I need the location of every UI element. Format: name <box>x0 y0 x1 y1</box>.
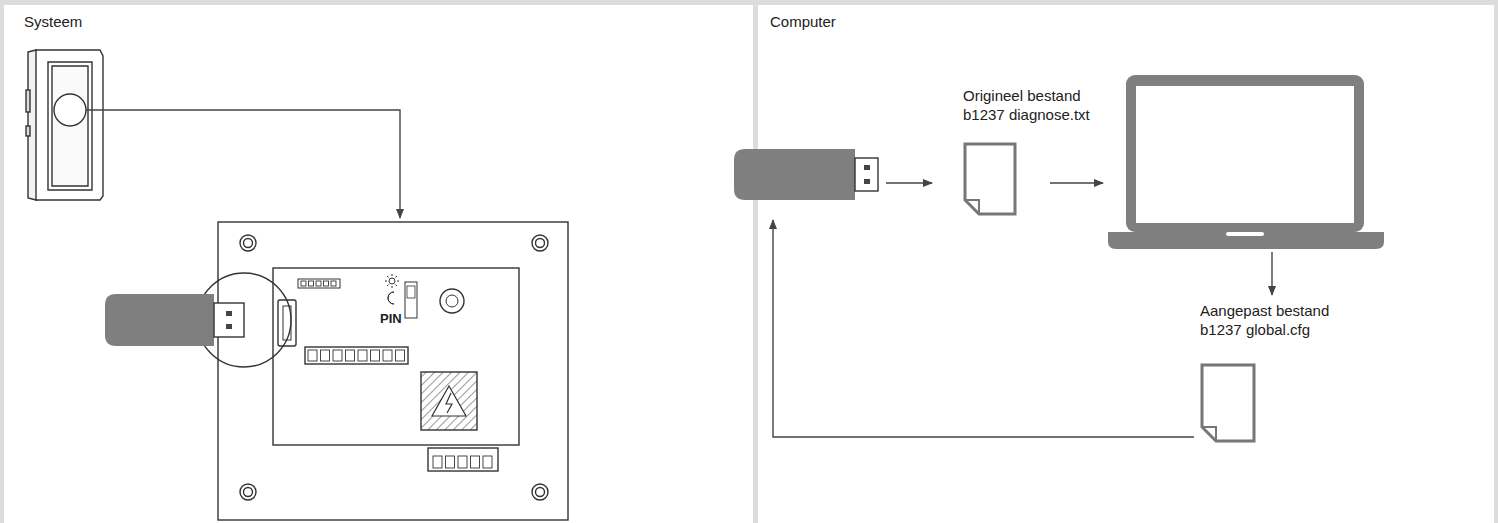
controller-board <box>218 222 568 520</box>
document-file: Origineel bestandb1237 diagnose.txt <box>963 86 1092 216</box>
document-icon <box>963 142 1017 216</box>
day-night-symbols <box>385 274 399 304</box>
usb-stick <box>734 149 878 200</box>
usb-stick <box>105 294 244 346</box>
laptop <box>1108 75 1384 249</box>
panel: ComputerOrigineel bestandb1237 diagnose.… <box>758 0 1494 523</box>
pin-label: PIN <box>380 312 402 326</box>
file-heading: Origineel bestand <box>963 86 1092 105</box>
panel: Systeem <box>4 0 753 523</box>
switch-device <box>26 50 103 200</box>
file-heading: Aangepast bestand <box>1200 301 1332 320</box>
flow-arrow <box>1050 182 1103 183</box>
document-icon <box>1200 363 1256 443</box>
document-file: Aangepast bestandb1237 global.cfg <box>1200 301 1332 443</box>
file-name: b1237 global.cfg <box>1200 320 1332 339</box>
flow-arrow <box>886 182 932 183</box>
connection-line <box>86 110 400 218</box>
flow-arrow <box>773 220 1194 437</box>
panel-title: Systeem <box>24 13 82 31</box>
file-name: b1237 diagnose.txt <box>963 105 1092 124</box>
panel-title: Computer <box>770 13 836 31</box>
flow-arrow <box>1271 252 1272 295</box>
terminal-pins <box>301 281 492 468</box>
